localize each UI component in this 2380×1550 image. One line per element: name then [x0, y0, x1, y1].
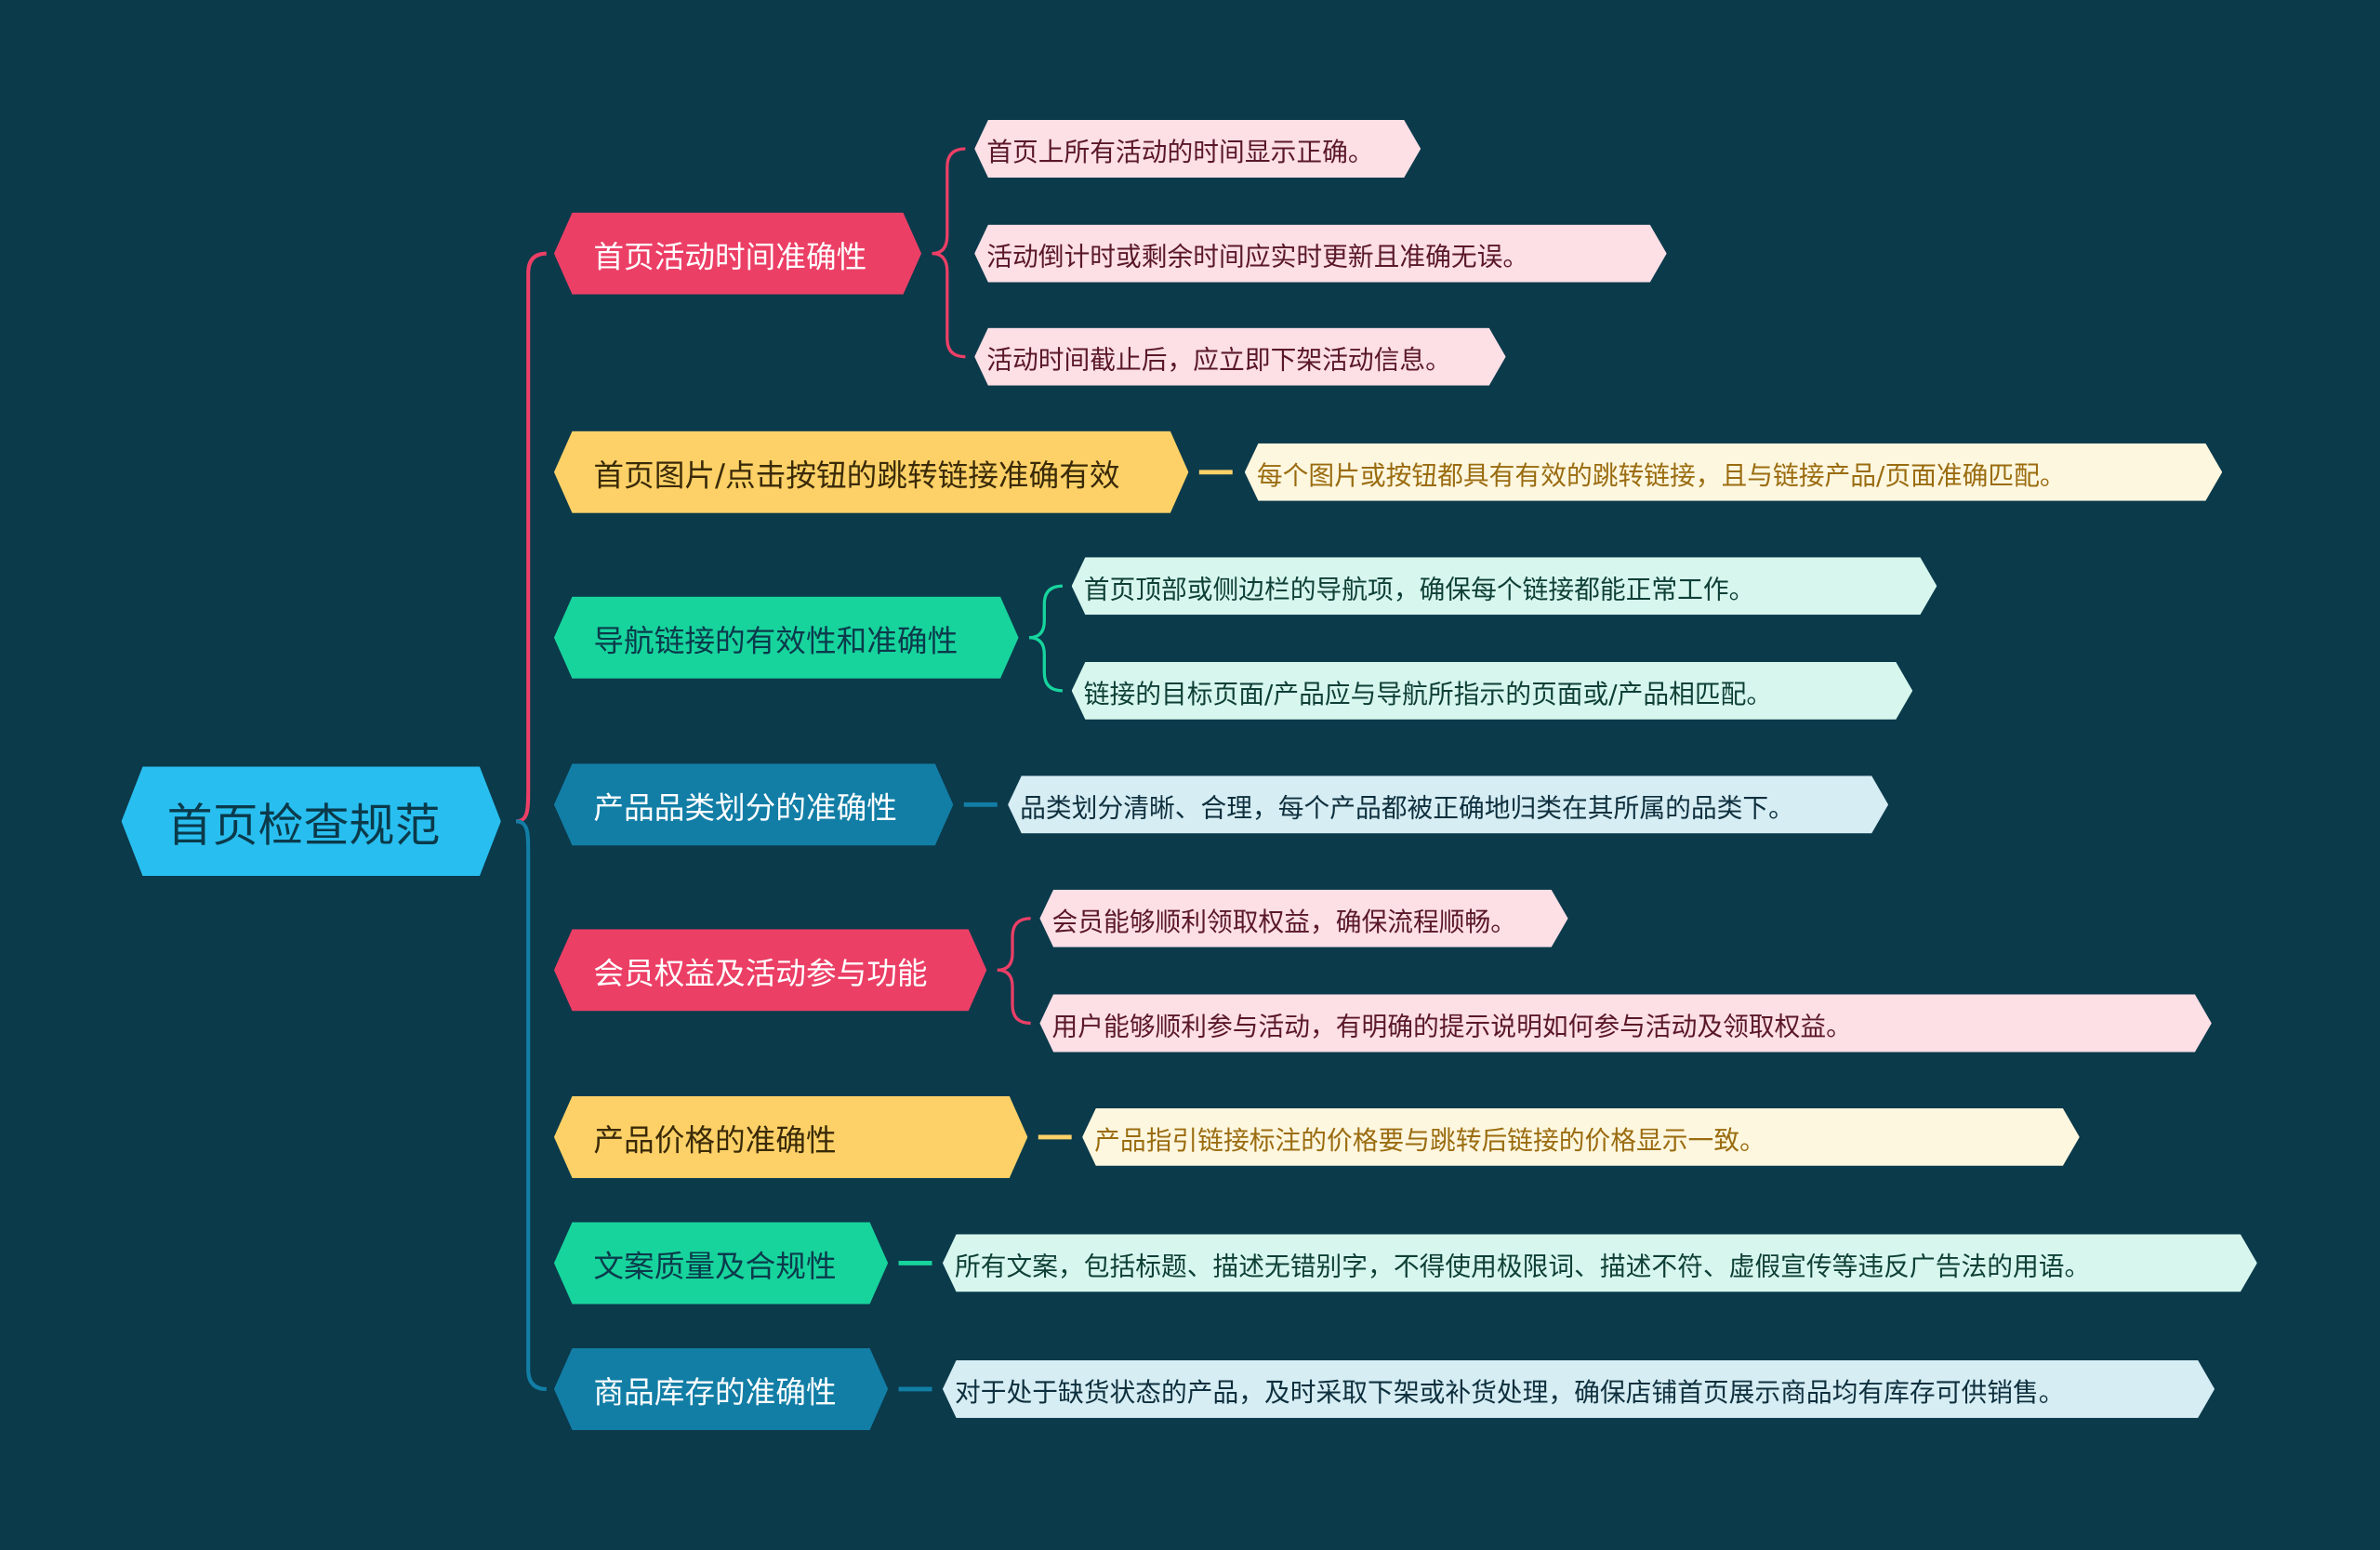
leaf-2-1[interactable]: 每个图片或按钮都具有有效的跳转链接，且与链接产品/页面准确匹配。: [1245, 444, 2222, 501]
branch-member-benefits[interactable]: 会员权益及活动参与功能: [554, 929, 986, 1011]
leaf-3-2[interactable]: 链接的目标页面/产品应与导航所指示的页面或/产品相匹配。: [1072, 662, 1913, 720]
leaf-6-1[interactable]: 产品指引链接标注的价格要与跳转后链接的价格显示一致。: [1082, 1108, 2080, 1166]
leaf-8-1[interactable]: 对于处于缺货状态的产品，及时采取下架或补货处理，确保店铺首页展示商品均有库存可供…: [943, 1360, 2215, 1418]
branch-navigation-links[interactable]: 导航链接的有效性和准确性: [554, 597, 1019, 679]
branch-inventory[interactable]: 商品库存的准确性: [554, 1348, 888, 1430]
root-connector-lower: [515, 819, 547, 1391]
leaf-7-1[interactable]: 所有文案，包括标题、描述无错别字，不得使用极限词、描述不符、虚假宣传等违反广告法…: [943, 1234, 2257, 1292]
leaf-1-2[interactable]: 活动倒计时或剩余时间应实时更新且准确无误。: [974, 225, 1667, 283]
branch-activity-time[interactable]: 首页活动时间准确性: [554, 213, 921, 295]
bracket-branch-1: [932, 147, 966, 359]
bracket-branch-3: [1028, 584, 1063, 693]
bracket-branch-5: [997, 917, 1031, 1026]
leaf-3-1[interactable]: 首页顶部或侧边栏的导航项，确保每个链接都能正常工作。: [1072, 557, 1937, 615]
leaf-5-1[interactable]: 会员能够顺利领取权益，确保流程顺畅。: [1039, 890, 1567, 947]
branch-jump-links[interactable]: 首页图片/点击按钮的跳转链接准确有效: [554, 431, 1188, 513]
branch-product-price[interactable]: 产品价格的准确性: [554, 1096, 1027, 1178]
branch-product-category[interactable]: 产品品类划分的准确性: [554, 763, 953, 845]
leaf-1-3[interactable]: 活动时间截止后，应立即下架活动信息。: [974, 328, 1505, 386]
root-node[interactable]: 首页检查规范: [122, 767, 501, 877]
branch-copy-compliance[interactable]: 文案质量及合规性: [554, 1222, 888, 1304]
root-connector-upper: [515, 251, 547, 824]
leaf-4-1[interactable]: 品类划分清晰、合理，每个产品都被正确地归类在其所属的品类下。: [1008, 775, 1888, 833]
leaf-1-1[interactable]: 首页上所有活动的时间显示正确。: [974, 120, 1421, 178]
leaf-5-2[interactable]: 用户能够顺利参与活动，有明确的提示说明如何参与活动及领取权益。: [1039, 994, 2211, 1052]
